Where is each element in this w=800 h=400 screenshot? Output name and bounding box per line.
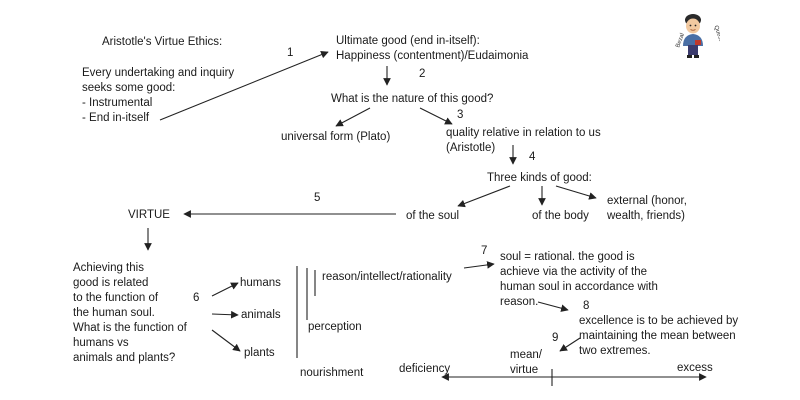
of-the-soul-text: of the soul — [406, 210, 460, 222]
function-question-line: What is the function of — [73, 322, 187, 334]
intro-text: Every undertaking and inquiry seeks some… — [82, 66, 234, 126]
step-number-3: 3 — [457, 109, 464, 121]
excellence-line: excellence is to be achieved by — [579, 315, 739, 327]
function-question-line: animals and plants? — [73, 352, 176, 364]
step-number-7: 7 — [481, 245, 488, 257]
soul-rational-line: human soul in accordance with — [500, 281, 658, 293]
of-the-body-text: of the body — [532, 210, 589, 222]
step-number-2: 2 — [419, 68, 426, 80]
quality-relative-line: (Aristotle) — [446, 142, 496, 154]
arrow-9-to-mean — [559, 337, 581, 352]
diagram-title: Aristotle's Virtue Ethics: — [102, 36, 223, 48]
mean-virtue-line: mean/ — [510, 349, 542, 361]
step-number-4: 4 — [529, 151, 536, 163]
external-goods-line: external (honor, — [607, 195, 687, 207]
intro-line: Every undertaking and inquiry — [82, 67, 235, 79]
arrow-3-to-quality-relative — [419, 107, 453, 125]
universal-form-text: universal form (Plato) — [281, 131, 391, 143]
soul-rational-line: reason. — [500, 296, 539, 308]
ultimate-good-text: Ultimate good (end in-itself): Happiness… — [336, 34, 528, 64]
function-question-line: good is related — [73, 277, 149, 289]
ultimate-good-line: Ultimate good (end in-itself): — [336, 35, 480, 47]
quality-relative-line: quality relative in relation to us — [446, 127, 601, 139]
question-text: What is the nature of this good? — [331, 93, 494, 105]
arrow-to-external — [555, 185, 597, 200]
cartoon-person-icon: Bezal Quest — [666, 10, 724, 64]
function-question-text: Achieving this good is related to the fu… — [73, 261, 187, 366]
arrow-7-to-soul-rational — [463, 261, 495, 269]
excellence-line: maintaining the mean between — [579, 330, 736, 342]
excellence-line: two extremes. — [579, 345, 651, 357]
arrow-6-to-plants — [211, 329, 241, 352]
step-number-6: 6 — [193, 292, 200, 304]
three-kinds-text: Three kinds of good: — [487, 172, 592, 184]
animals-label: animals — [241, 309, 281, 321]
external-goods-text: external (honor, wealth, friends) — [607, 194, 687, 224]
arrow-8-to-excellence — [537, 301, 569, 312]
soul-rational-line: soul = rational. the good is — [500, 251, 635, 263]
step-number-8: 8 — [583, 300, 590, 312]
function-question-line: Achieving this — [73, 262, 144, 274]
svg-text:Bezal: Bezal — [675, 32, 686, 48]
soul-rational-line: achieve via the activity of the — [500, 266, 648, 278]
step-number-9: 9 — [552, 332, 559, 344]
arrow-6-to-animals — [211, 310, 239, 319]
step-number-5: 5 — [314, 192, 321, 204]
function-question-line: to the function of — [73, 292, 159, 304]
mean-virtue-text: mean/ virtue — [510, 348, 542, 378]
plants-label: plants — [244, 347, 275, 359]
arrow-to-universal-form — [335, 107, 371, 127]
function-question-line: humans vs — [73, 337, 129, 349]
reason-label: reason/intellect/rationality — [322, 271, 452, 283]
quality-relative-text: quality relative in relation to us (Aris… — [446, 126, 601, 156]
mean-virtue-line: virtue — [510, 364, 539, 376]
ultimate-good-line: Happiness (contentment)/Eudaimonia — [336, 50, 529, 62]
perception-label: perception — [308, 321, 362, 333]
virtue-label: VIRTUE — [128, 209, 170, 221]
soul-rational-text: soul = rational. the good is achieve via… — [500, 250, 658, 310]
deficiency-label: deficiency — [399, 363, 451, 375]
nourishment-label: nourishment — [300, 367, 364, 379]
intro-line: seeks some good: — [82, 82, 176, 94]
arrow-to-soul — [457, 185, 511, 208]
arrow-6-to-humans — [211, 282, 239, 297]
function-question-line: the human soul. — [73, 307, 155, 319]
excellence-text: excellence is to be achieved by maintain… — [579, 314, 738, 359]
step-number-1: 1 — [287, 47, 294, 59]
svg-text:Quest: Quest — [712, 25, 720, 42]
external-goods-line: wealth, friends) — [607, 210, 685, 222]
intro-line: - Instrumental — [82, 97, 153, 109]
excess-label: excess — [677, 362, 713, 374]
arrow-1-to-ultimate-good — [159, 51, 329, 121]
humans-label: humans — [240, 277, 281, 289]
intro-line: - End in-itself — [82, 112, 150, 124]
